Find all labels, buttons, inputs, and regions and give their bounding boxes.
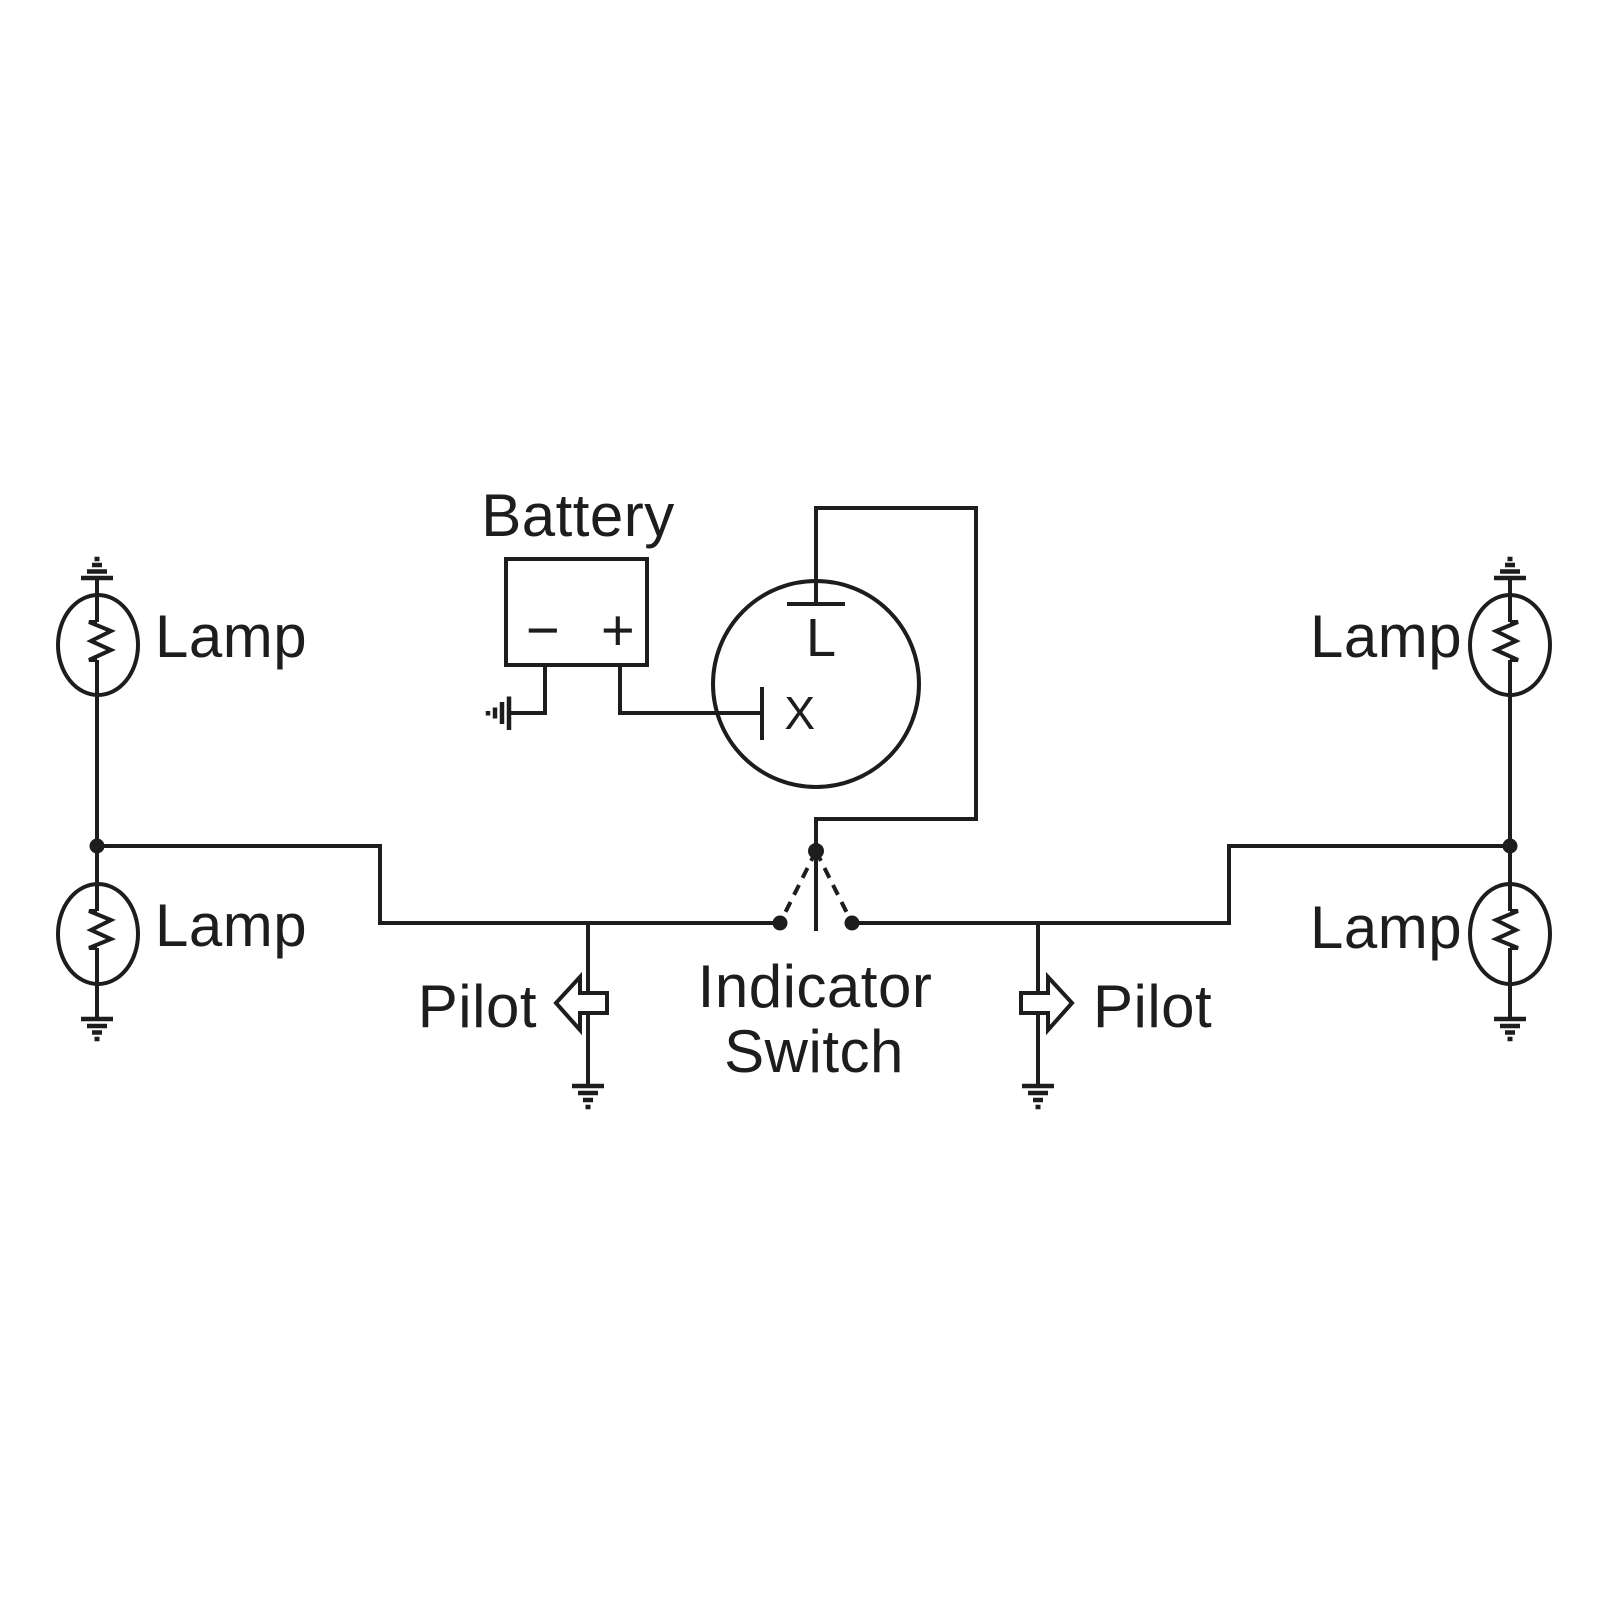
label-layer: Battery − + L X Lamp Lamp Lamp Lamp Pilo… — [155, 482, 1462, 1085]
lamp-filament-bottom-right — [1490, 909, 1521, 950]
battery-positive-sign: + — [601, 598, 635, 663]
ground-icon-pilot-left — [572, 1083, 604, 1110]
pilot-label-left: Pilot — [418, 973, 537, 1040]
wire-layer — [56, 506, 1552, 1110]
lamp-filament-bottom-left — [86, 909, 117, 950]
switch-contact-right-dot — [844, 915, 860, 931]
pilot-arrow-right-icon — [1019, 971, 1075, 1036]
junction-dot-right — [1502, 838, 1518, 854]
wire-left-branch — [97, 844, 780, 925]
terminal-l-label: L — [806, 608, 837, 668]
switch-contact-left-dot — [772, 915, 788, 931]
ground-icon-pilot-right — [1022, 1083, 1054, 1110]
lamp-label-bottom-left: Lamp — [155, 892, 307, 959]
ground-icon-lamp-bottom-left — [81, 1016, 113, 1042]
wire-right-branch — [852, 844, 1510, 925]
lamp-label-top-left: Lamp — [155, 603, 307, 670]
junction-dot-left — [89, 838, 105, 854]
switch-dashed-left — [778, 850, 818, 924]
pilot-arrow-left-icon — [553, 971, 609, 1036]
pilot-label-right: Pilot — [1093, 973, 1212, 1040]
battery-negative-sign: − — [526, 598, 560, 663]
switch-label-line1: Indicator — [698, 953, 933, 1020]
battery-box — [504, 557, 649, 667]
junction-dots — [89, 838, 1518, 931]
lamp-filament-top-right — [1491, 620, 1521, 662]
wire-battery-positive — [618, 665, 762, 715]
ground-icon-battery — [485, 696, 512, 730]
switch-common-dot — [808, 843, 824, 859]
ground-icon-lamp-bottom-right — [1494, 1016, 1526, 1042]
wire-flasher-to-switch — [814, 506, 978, 851]
switch-label-line2: Switch — [724, 1018, 904, 1085]
battery-label: Battery — [481, 482, 675, 549]
lamp-filament-top-left — [86, 620, 116, 662]
terminal-x-label: X — [784, 687, 815, 739]
lamp-label-top-right: Lamp — [1310, 603, 1462, 670]
switch-dashed-right — [814, 850, 854, 924]
lamp-label-bottom-right: Lamp — [1310, 894, 1462, 961]
wire-battery-negative — [509, 665, 547, 715]
